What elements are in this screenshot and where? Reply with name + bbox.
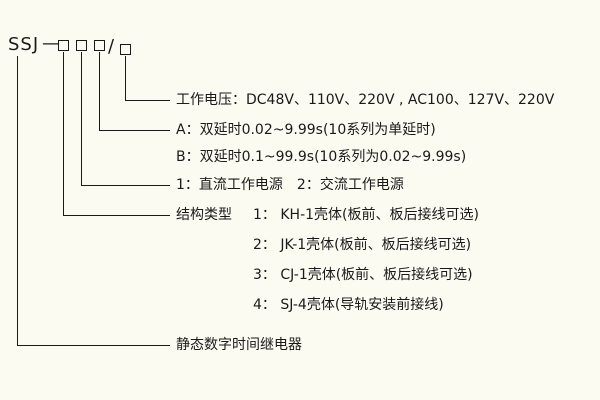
leader-line-product-horizontal (17, 345, 170, 347)
callout-structure-item-1: 1： KH-1壳体(板前、板后接线可选) (253, 207, 479, 223)
leader-line-voltage-horizontal (125, 100, 170, 102)
model-digit-box-delay (94, 40, 105, 51)
callout-structure-item-4: 4： SJ-4壳体(导轨安装前接线) (253, 297, 444, 313)
leader-line-power-horizontal (81, 185, 170, 187)
leader-line-structure-vertical (63, 52, 65, 215)
callout-delay-option-b: B：双延时0.1~99.9s(10系列为0.02~9.99s) (176, 149, 467, 165)
leader-line-delay-vertical (99, 52, 101, 130)
model-digit-box-voltage (120, 44, 131, 55)
model-digit-box-structure (58, 40, 69, 51)
model-prefix: SSJ (8, 34, 40, 55)
model-digit-box-power (76, 40, 87, 51)
leader-line-power-vertical (81, 52, 83, 185)
leader-line-product-vertical (17, 56, 19, 345)
callout-power-type: 1：直流工作电源 2：交流工作电源 (176, 177, 404, 193)
callout-delay-option-a: A：双延时0.02~9.99s(10系列为单延时) (176, 122, 436, 138)
leader-line-delay-horizontal (99, 130, 170, 132)
callout-working-voltage: 工作电压：DC48V、110V、220V , AC100、127V、220V (176, 92, 555, 108)
model-dash: — (42, 33, 61, 54)
leader-line-voltage-vertical (125, 56, 127, 100)
callout-structure-label: 结构类型 (176, 207, 232, 223)
leader-line-structure-horizontal (63, 215, 170, 217)
model-slash: / (108, 36, 116, 57)
callout-structure-item-2: 2： JK-1壳体(板前、板后接线可选) (253, 237, 472, 253)
callout-product-name: 静态数字时间继电器 (176, 337, 302, 353)
callout-structure-item-3: 3： CJ-1壳体(板前、板后接线可选) (253, 267, 473, 283)
